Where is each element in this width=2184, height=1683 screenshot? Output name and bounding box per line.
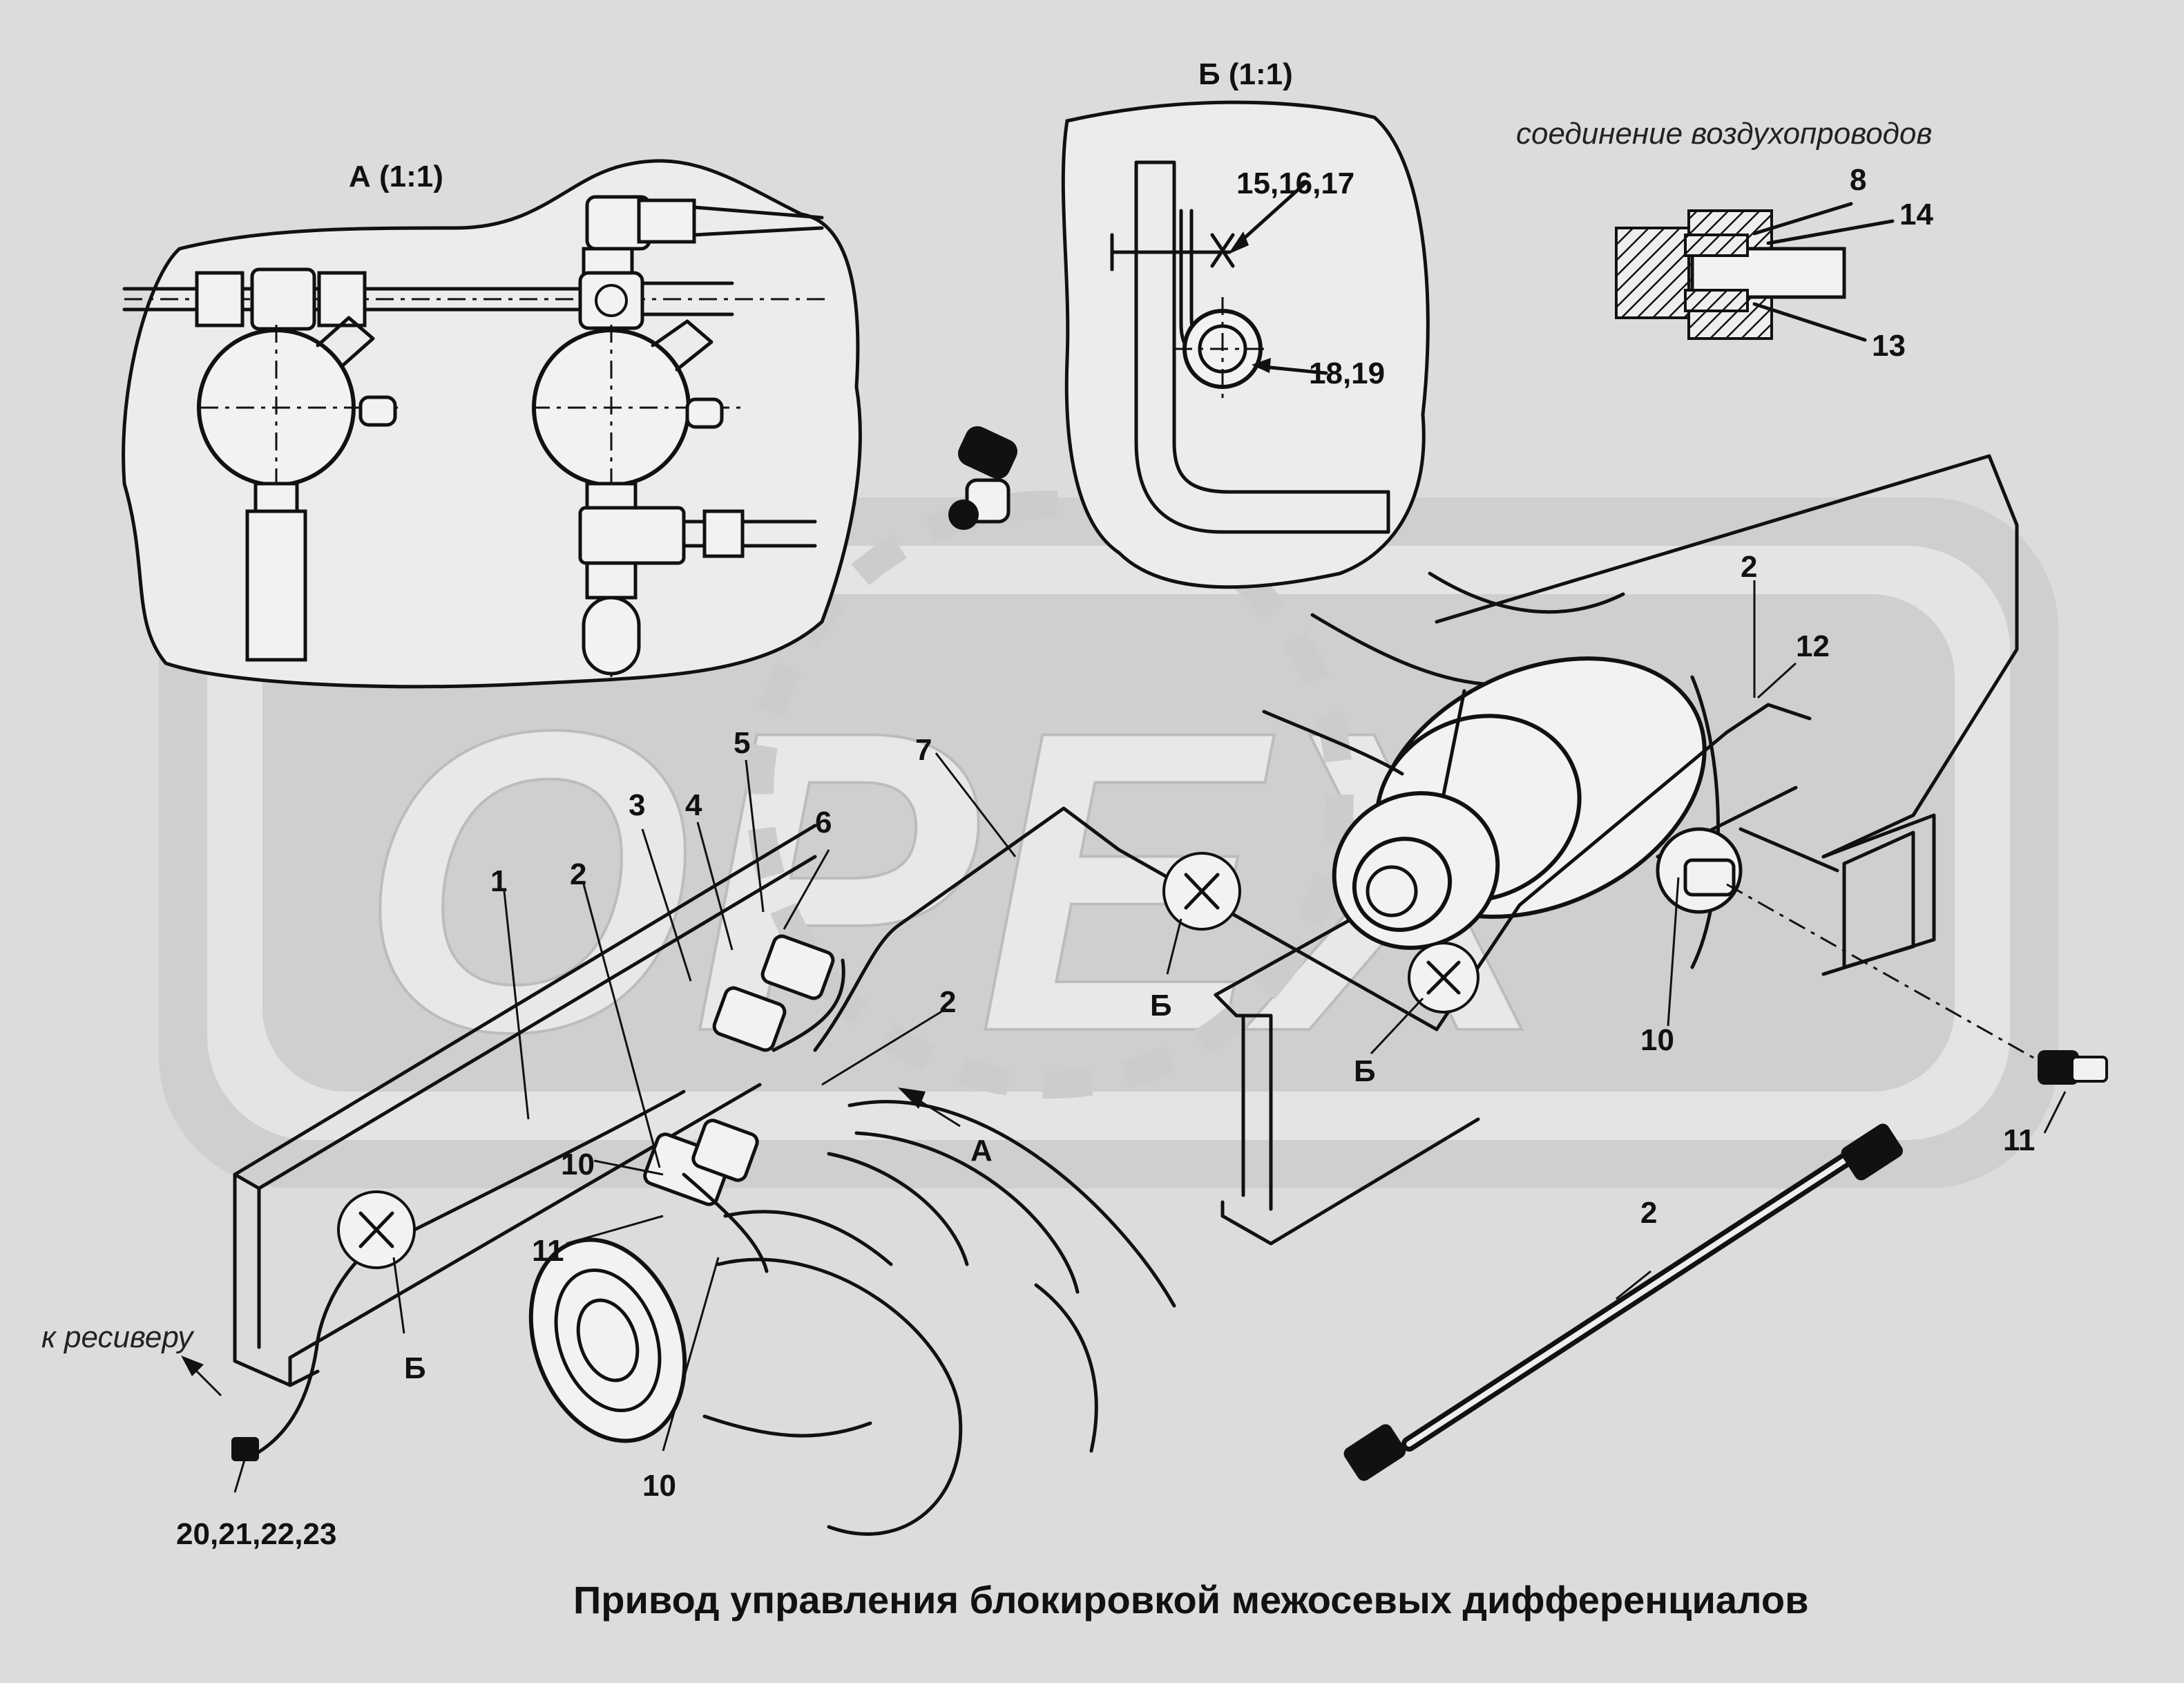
label-13: 13 xyxy=(1872,329,1906,363)
label-6: 6 xyxy=(815,806,832,839)
view-a-label: А (1:1) xyxy=(349,160,443,193)
label-20-23: 20,21,22,23 xyxy=(176,1517,336,1551)
bolt-b-label-2: Б xyxy=(1354,1054,1376,1088)
label-2a: 2 xyxy=(570,857,586,891)
connection-label: соединение воздухопроводов xyxy=(1516,117,1932,151)
bolt-b-label-3: Б xyxy=(404,1351,426,1385)
label-3: 3 xyxy=(629,788,645,822)
to-receiver-label: к ресиверу xyxy=(41,1320,195,1354)
label-4: 4 xyxy=(685,788,702,822)
view-a-detail xyxy=(122,159,862,689)
label-11b: 11 xyxy=(2003,1123,2035,1157)
label-5: 5 xyxy=(734,726,750,760)
label-2c: 2 xyxy=(1741,550,1757,584)
label-10b: 10 xyxy=(642,1469,676,1503)
bolt-b-label-1: Б xyxy=(1150,989,1172,1023)
view-b-label: Б (1:1) xyxy=(1198,57,1293,91)
view-b-detail xyxy=(1061,100,1430,589)
label-7: 7 xyxy=(915,733,932,767)
label-8: 8 xyxy=(1850,163,1866,197)
main-assembly xyxy=(231,426,2108,1536)
label-10a: 10 xyxy=(561,1148,595,1181)
label-15-16-17: 15,16,17 xyxy=(1236,167,1354,200)
arrow-a-label: А xyxy=(970,1134,993,1168)
label-18-19: 18,19 xyxy=(1309,356,1385,390)
label-1: 1 xyxy=(490,864,507,898)
label-11a: 11 xyxy=(532,1234,564,1268)
label-2d: 2 xyxy=(1640,1196,1657,1230)
air-line-connection-detail xyxy=(1615,202,1895,342)
label-12: 12 xyxy=(1796,629,1830,663)
watermark-text: OPEX xyxy=(359,643,1571,1121)
label-10c: 10 xyxy=(1640,1023,1674,1057)
leader-lines xyxy=(181,580,2067,1493)
label-14: 14 xyxy=(1899,198,1933,231)
diagram-title: Привод управления блокировкой межосевых … xyxy=(573,1578,1809,1622)
labels: А (1:1) Б (1:1) соединение воздухопровод… xyxy=(41,57,2035,1622)
label-2b: 2 xyxy=(939,985,956,1019)
